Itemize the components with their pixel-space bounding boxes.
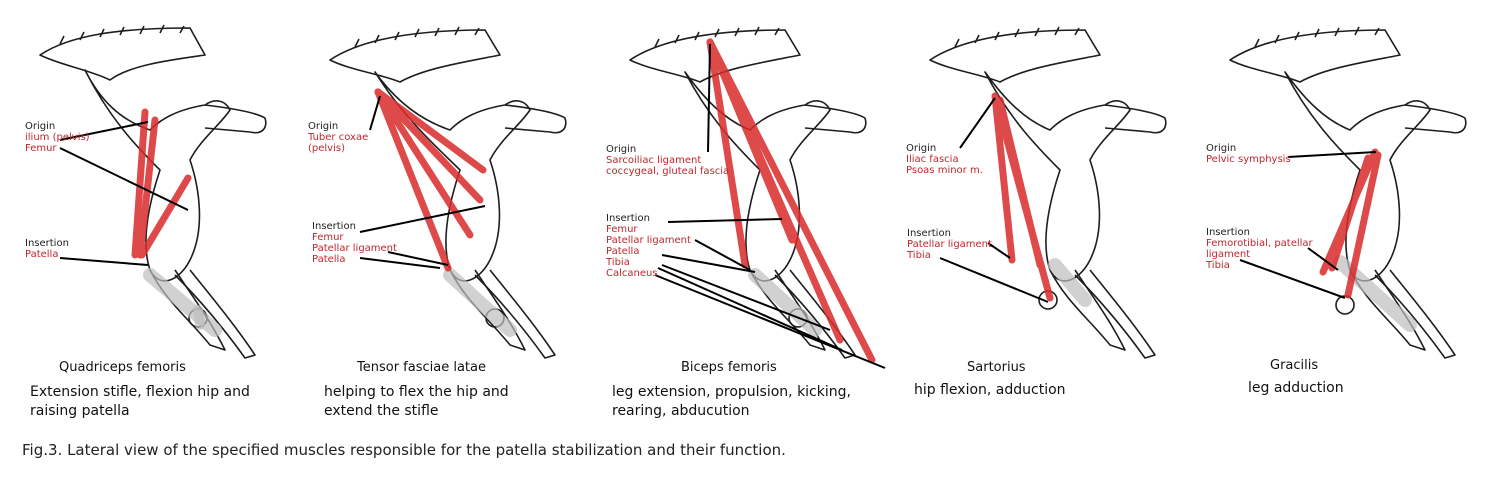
muscle-function: hip flexion, adduction [914, 382, 1066, 398]
figure-caption: Fig.3. Lateral view of the specified mus… [22, 441, 786, 459]
origin-label: Origin Iliac fascia Psoas minor m. [906, 143, 983, 176]
origin-label: Origin ilium (pelvis) Femur [25, 121, 90, 154]
muscle-function: leg adduction [1248, 380, 1344, 396]
panel-gracilis: Origin Pelvic symphysis Insertion Femoro… [1200, 0, 1500, 430]
insertion-label: Insertion Patellar ligament Tibia [907, 228, 992, 261]
muscle-name: Tensor fasciae latae [357, 360, 486, 375]
origin-label: Origin Tuber coxae (pelvis) [308, 121, 369, 154]
hindlimb-skeleton-illustration [929, 26, 1167, 359]
muscle-function: Extension stifle, flexion hip and raisin… [30, 384, 250, 419]
origin-label: Origin Sarcoiliac ligament coccygeal, gl… [606, 144, 730, 177]
muscle-function: helping to flex the hip and extend the s… [324, 384, 509, 419]
panel-sartorius: Origin Iliac fascia Psoas minor m. Inser… [900, 0, 1200, 430]
panel-biceps-femoris: Origin Sarcoiliac ligament coccygeal, gl… [600, 0, 900, 430]
muscle-name: Sartorius [967, 360, 1026, 375]
origin-label: Origin Pelvic symphysis [1206, 143, 1291, 165]
panel-tensor-fasciae-latae: Origin Tuber coxae (pelvis) Insertion Fe… [300, 0, 600, 430]
insertion-label: Insertion Femur Patellar ligament Patell… [606, 213, 691, 279]
hindlimb-skeleton-illustration [39, 24, 267, 359]
insertion-label: Insertion Femur Patellar ligament Patell… [312, 221, 397, 265]
hindlimb-skeleton-illustration [629, 26, 886, 369]
muscle-function: leg extension, propulsion, kicking, rear… [612, 384, 851, 419]
muscle-name: Quadriceps femoris [59, 360, 186, 375]
muscle-name: Biceps femoris [681, 360, 777, 375]
insertion-label: Insertion Patella [25, 238, 69, 260]
muscle-name: Gracilis [1270, 358, 1319, 373]
hindlimb-skeleton-illustration [1229, 26, 1467, 359]
insertion-label: Insertion Femorotibial, patellar ligamen… [1206, 227, 1313, 271]
panel-quadriceps-femoris: Origin ilium (pelvis) Femur Insertion Pa… [0, 0, 300, 430]
hindlimb-skeleton-illustration [329, 26, 567, 359]
